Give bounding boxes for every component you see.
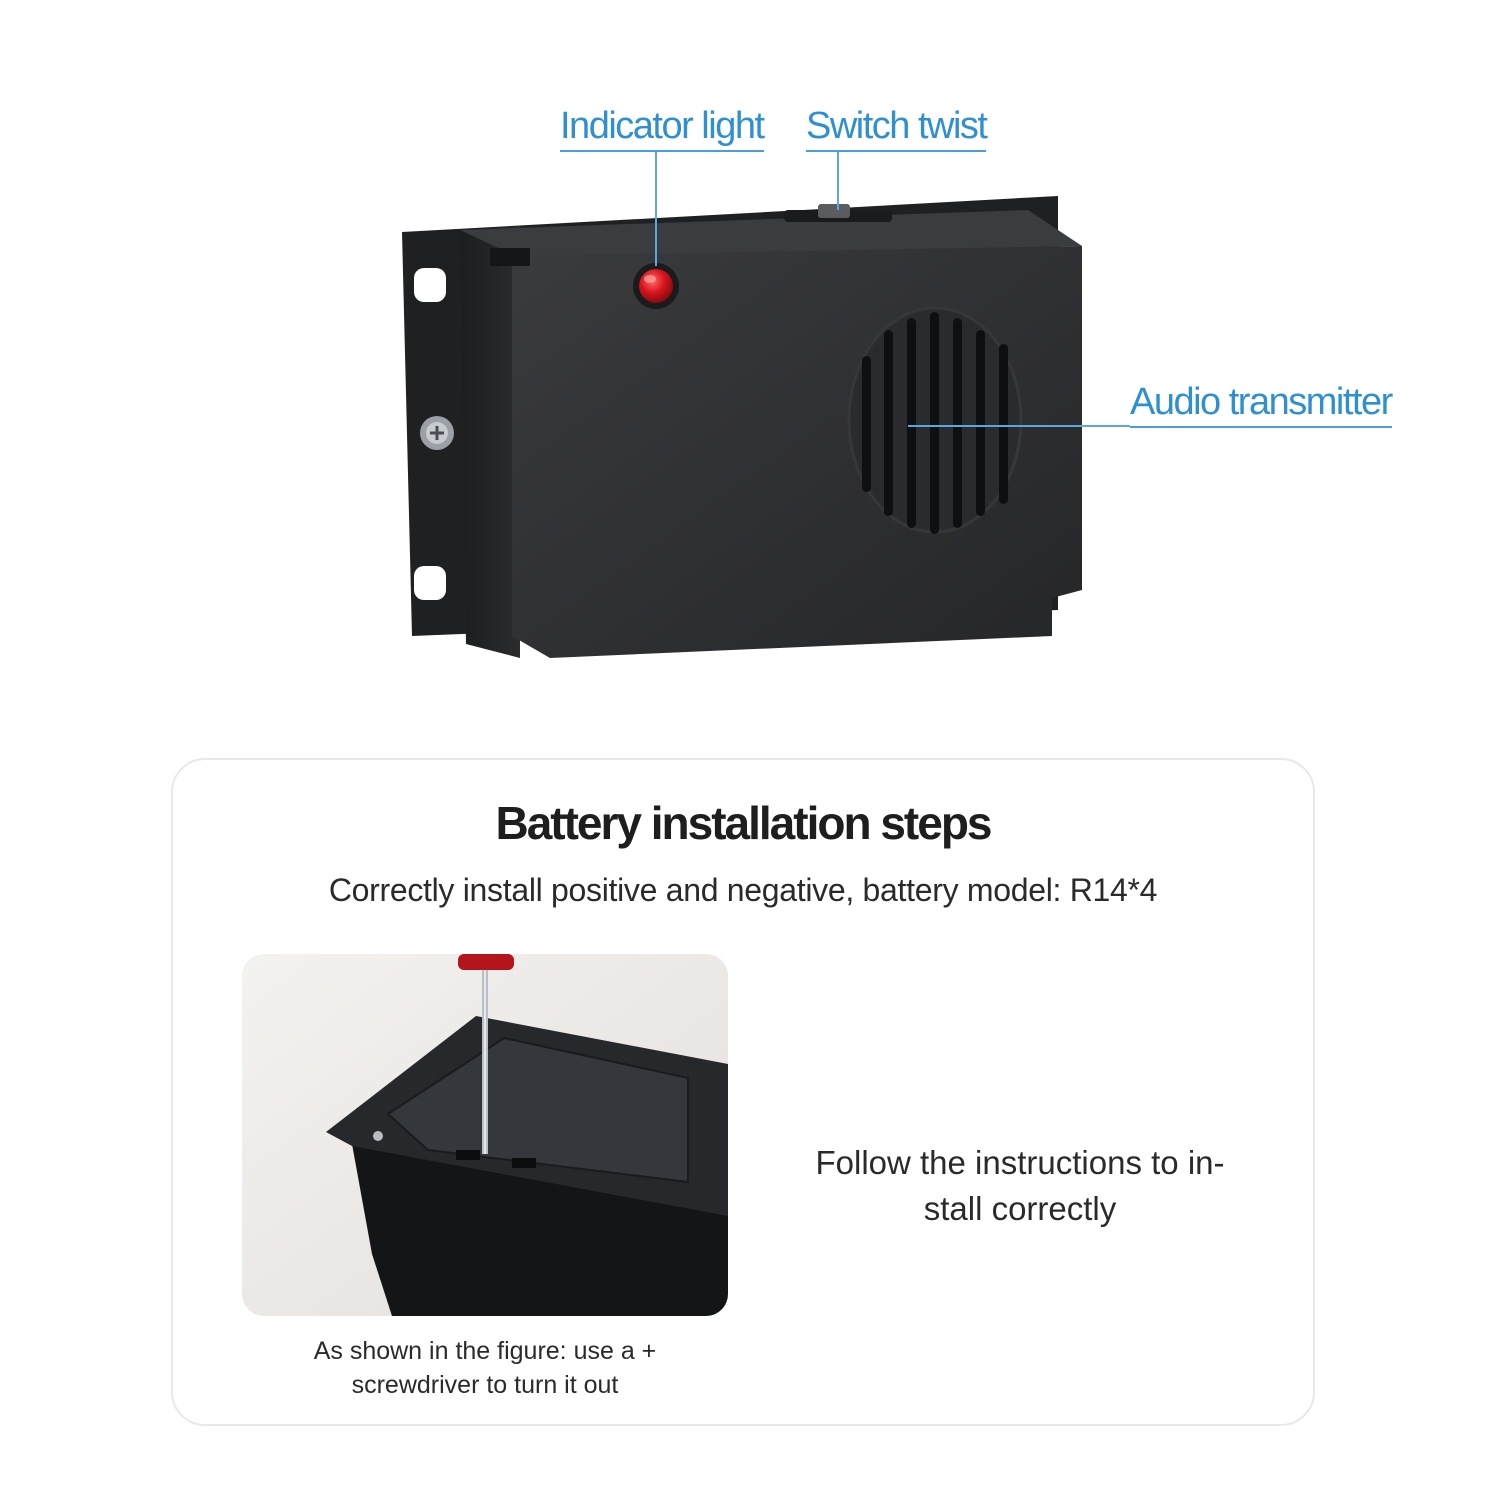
follow-line-2: stall correctly [923,1190,1117,1227]
switch-twist-icon [784,204,892,222]
install-subtitle: Correctly install positive and negative,… [328,872,1158,908]
mounting-screw-icon [420,416,454,450]
callout-indicator-light: Indicator light [560,104,765,152]
caption-line-2: screwdriver to turn it out [351,1371,619,1399]
install-title: Battery installation steps [495,797,992,849]
follow-instructions-text: Follow the instructions to in- stall cor… [785,1140,1255,1232]
screwdriver-step-photo [242,954,728,1316]
callout-switch-twist: Switch twist [806,104,988,152]
device-figure: Indicator light Switch twist Audio trans… [0,0,1500,720]
battery-installation-card: Battery installation steps Correctly ins… [171,758,1315,1426]
indicator-light-icon [633,263,679,309]
caption-line-1: As shown in the figure: use a + [313,1337,657,1365]
pest-repeller-device-image [402,152,1130,658]
follow-line-1: Follow the instructions to in- [815,1144,1225,1181]
speaker-grille-icon [847,306,1023,534]
callout-audio-transmitter: Audio transmitter [1130,380,1393,428]
screwdriver-caption: As shown in the figure: use a + screwdri… [242,1334,728,1402]
